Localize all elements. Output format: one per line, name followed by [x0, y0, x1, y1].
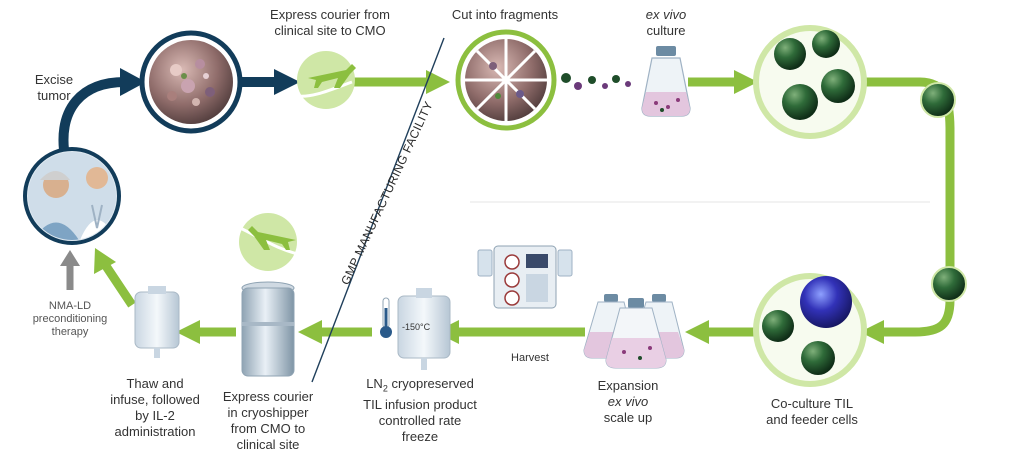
til-cell-icon	[920, 82, 956, 118]
infusion-bag-icon	[134, 286, 180, 358]
gray-arrowhead	[60, 250, 80, 266]
tumor-icon	[139, 30, 243, 134]
expansion-flasks-icon	[583, 294, 685, 369]
navy-arrowhead-2	[274, 69, 300, 95]
fragment-dots	[561, 73, 631, 90]
cut-fragments-label: Cut into fragments	[451, 7, 559, 22]
bag-temperature: -150°C	[402, 322, 431, 332]
harvest-label: Harvest	[511, 352, 549, 364]
cryopreserved-label: LN2 cryopreserved TIL infusion product c…	[363, 376, 477, 444]
til-cells-icon	[753, 25, 867, 139]
airplane-return-icon	[239, 213, 307, 271]
flask-icon	[641, 46, 691, 117]
fragments-icon	[455, 29, 557, 131]
green-arrowhead-2	[734, 70, 758, 94]
navy-arrowhead-1	[120, 68, 146, 96]
til-cell-icon	[931, 266, 967, 302]
gmp-boundary-line	[311, 37, 445, 383]
green-arrowhead-1	[426, 70, 450, 94]
cryo-bag-icon	[380, 288, 451, 370]
bioreactor-icon	[477, 245, 573, 309]
coculture-label: Co-culture TIL and feeder cells	[766, 396, 858, 427]
thaw-infuse-label: Thaw and infuse, followed by IL-2 admini…	[110, 376, 200, 439]
airplane-icon	[296, 51, 356, 109]
green-arrowhead-8	[94, 248, 116, 274]
excise-tumor-label: Excise tumor	[34, 72, 74, 103]
green-arrowhead-4	[685, 320, 709, 344]
feeder-cell-icon	[800, 276, 852, 328]
courier-to-cmo-label: Express courier from clinical site to CM…	[270, 7, 390, 38]
patient-doctor-icon	[23, 147, 121, 245]
navy-arrow-excise	[58, 77, 130, 155]
nma-ld-label: NMA-LD preconditioning therapy	[32, 300, 108, 338]
green-arrow-8	[102, 263, 136, 308]
courier-to-site-label: Express courier in cryoshipper from CMO …	[222, 389, 314, 452]
green-arrowhead-6	[298, 320, 322, 344]
green-arrowhead-3	[860, 320, 884, 344]
ex-vivo-culture-label: ex vivo culture	[645, 7, 687, 38]
cryoshipper-icon	[241, 281, 295, 377]
expansion-label: Expansion ex vivo scale up	[597, 378, 659, 425]
green-arrowhead-7	[176, 320, 200, 344]
coculture-icon	[753, 273, 867, 387]
